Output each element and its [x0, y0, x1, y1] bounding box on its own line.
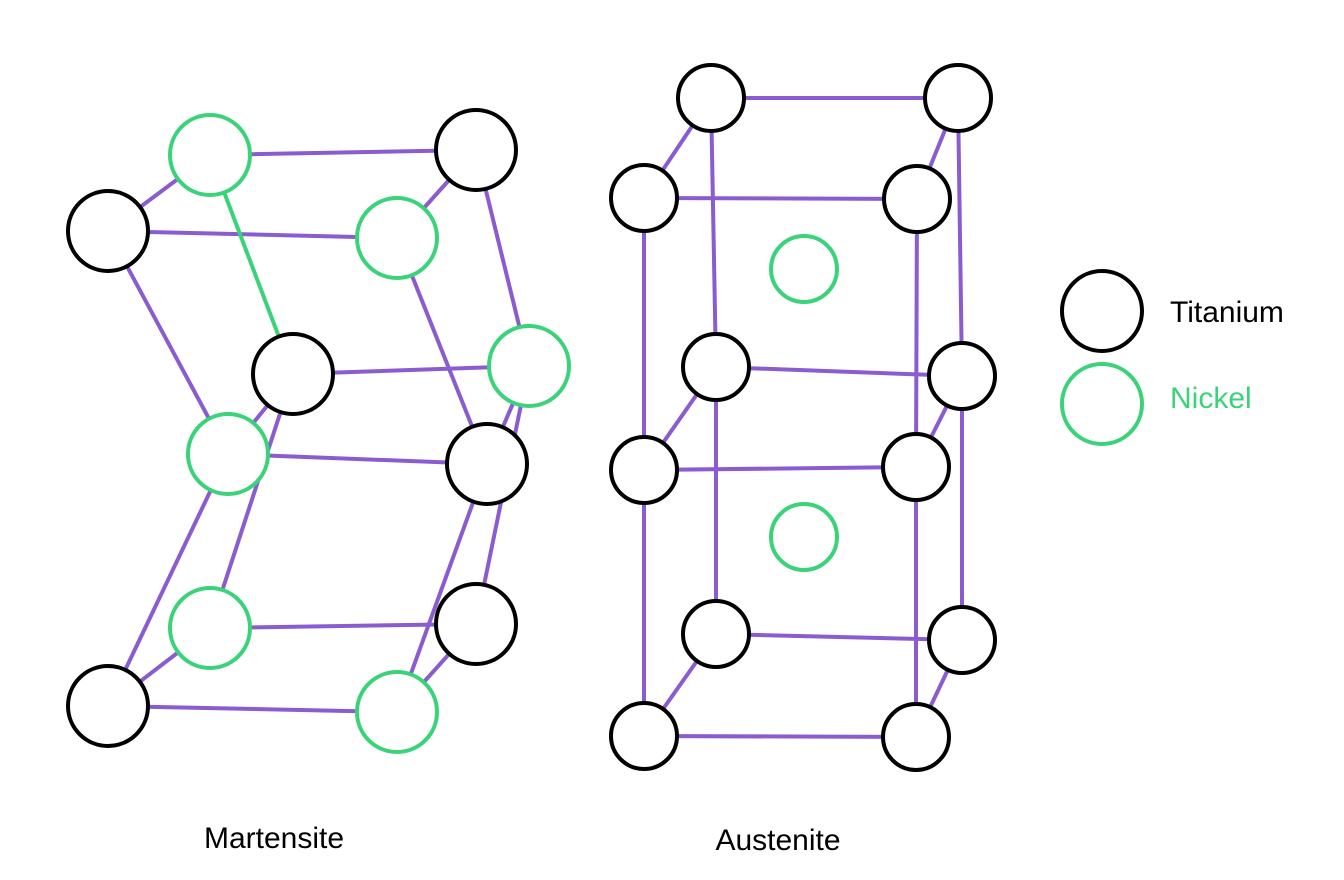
- titanium-atom-aTR: [923, 63, 993, 133]
- bond-mK-mL: [106, 704, 399, 714]
- nickel-atom-mI: [168, 586, 252, 670]
- bond-mA-mG: [106, 229, 230, 456]
- titanium-atom-aMBL: [681, 332, 751, 402]
- titanium-atom-mC: [434, 108, 518, 192]
- titanium-atom-mJ: [434, 582, 518, 666]
- bond-mG-mK: [106, 452, 230, 708]
- nickel-atom-aN1: [769, 234, 839, 304]
- bond-aLFL-aLFR: [642, 734, 918, 739]
- titanium-atom-aMBR: [927, 341, 997, 411]
- titanium-atom-mK: [66, 664, 150, 748]
- titanium-atom-mE: [251, 332, 335, 416]
- titanium-atom-aTL: [676, 63, 746, 133]
- bond-mA-mD: [106, 229, 399, 240]
- austenite-label: Austenite: [715, 824, 840, 857]
- nickel-atom-mF: [487, 324, 571, 408]
- bond-mH-mL: [395, 462, 489, 714]
- nickel-atom-mD: [355, 196, 439, 280]
- bond-mE-mI: [208, 372, 295, 630]
- nickel-atom-mG: [186, 412, 270, 496]
- titanium-atom-mA: [66, 189, 150, 273]
- legend-titanium-label: Titanium: [1170, 296, 1284, 329]
- titanium-atom-aLBL: [681, 599, 751, 669]
- titanium-atom-aFR: [882, 164, 952, 234]
- bond-mG-mH: [226, 452, 489, 466]
- bond-mB-mC: [208, 148, 478, 157]
- bond-aMBL-aMBR: [714, 365, 964, 378]
- titanium-atom-aFL: [609, 163, 679, 233]
- legend-titanium-swatch: [1060, 269, 1144, 353]
- legend-nickel-label: Nickel: [1170, 382, 1252, 415]
- legend-nickel-swatch: [1060, 362, 1144, 446]
- martensite-label: Martensite: [204, 822, 344, 855]
- bond-aTR-aMBR: [956, 96, 964, 378]
- titanium-atom-mH: [445, 422, 529, 506]
- nickel-atom-mL: [355, 670, 439, 754]
- bond-aFL-aFR: [642, 196, 919, 201]
- bond-aMFL-aMFR: [642, 465, 918, 472]
- titanium-atom-aLFR: [881, 702, 951, 772]
- bond-aFR-aMFR: [914, 197, 919, 469]
- bond-aTL-aMBL: [709, 96, 718, 369]
- titanium-atom-aLFL: [609, 701, 679, 771]
- titanium-atom-aMFL: [609, 435, 679, 505]
- atoms-layer: [66, 63, 997, 772]
- legend: Titanium Nickel: [1060, 269, 1284, 446]
- bond-aLBL-aLBR: [714, 632, 964, 642]
- nickel-atom-mB: [168, 113, 252, 197]
- nickel-atom-aN2: [769, 502, 839, 572]
- titanium-atom-aLBR: [927, 605, 997, 675]
- titanium-atom-aMFR: [881, 432, 951, 502]
- bond-mI-mJ: [208, 622, 478, 630]
